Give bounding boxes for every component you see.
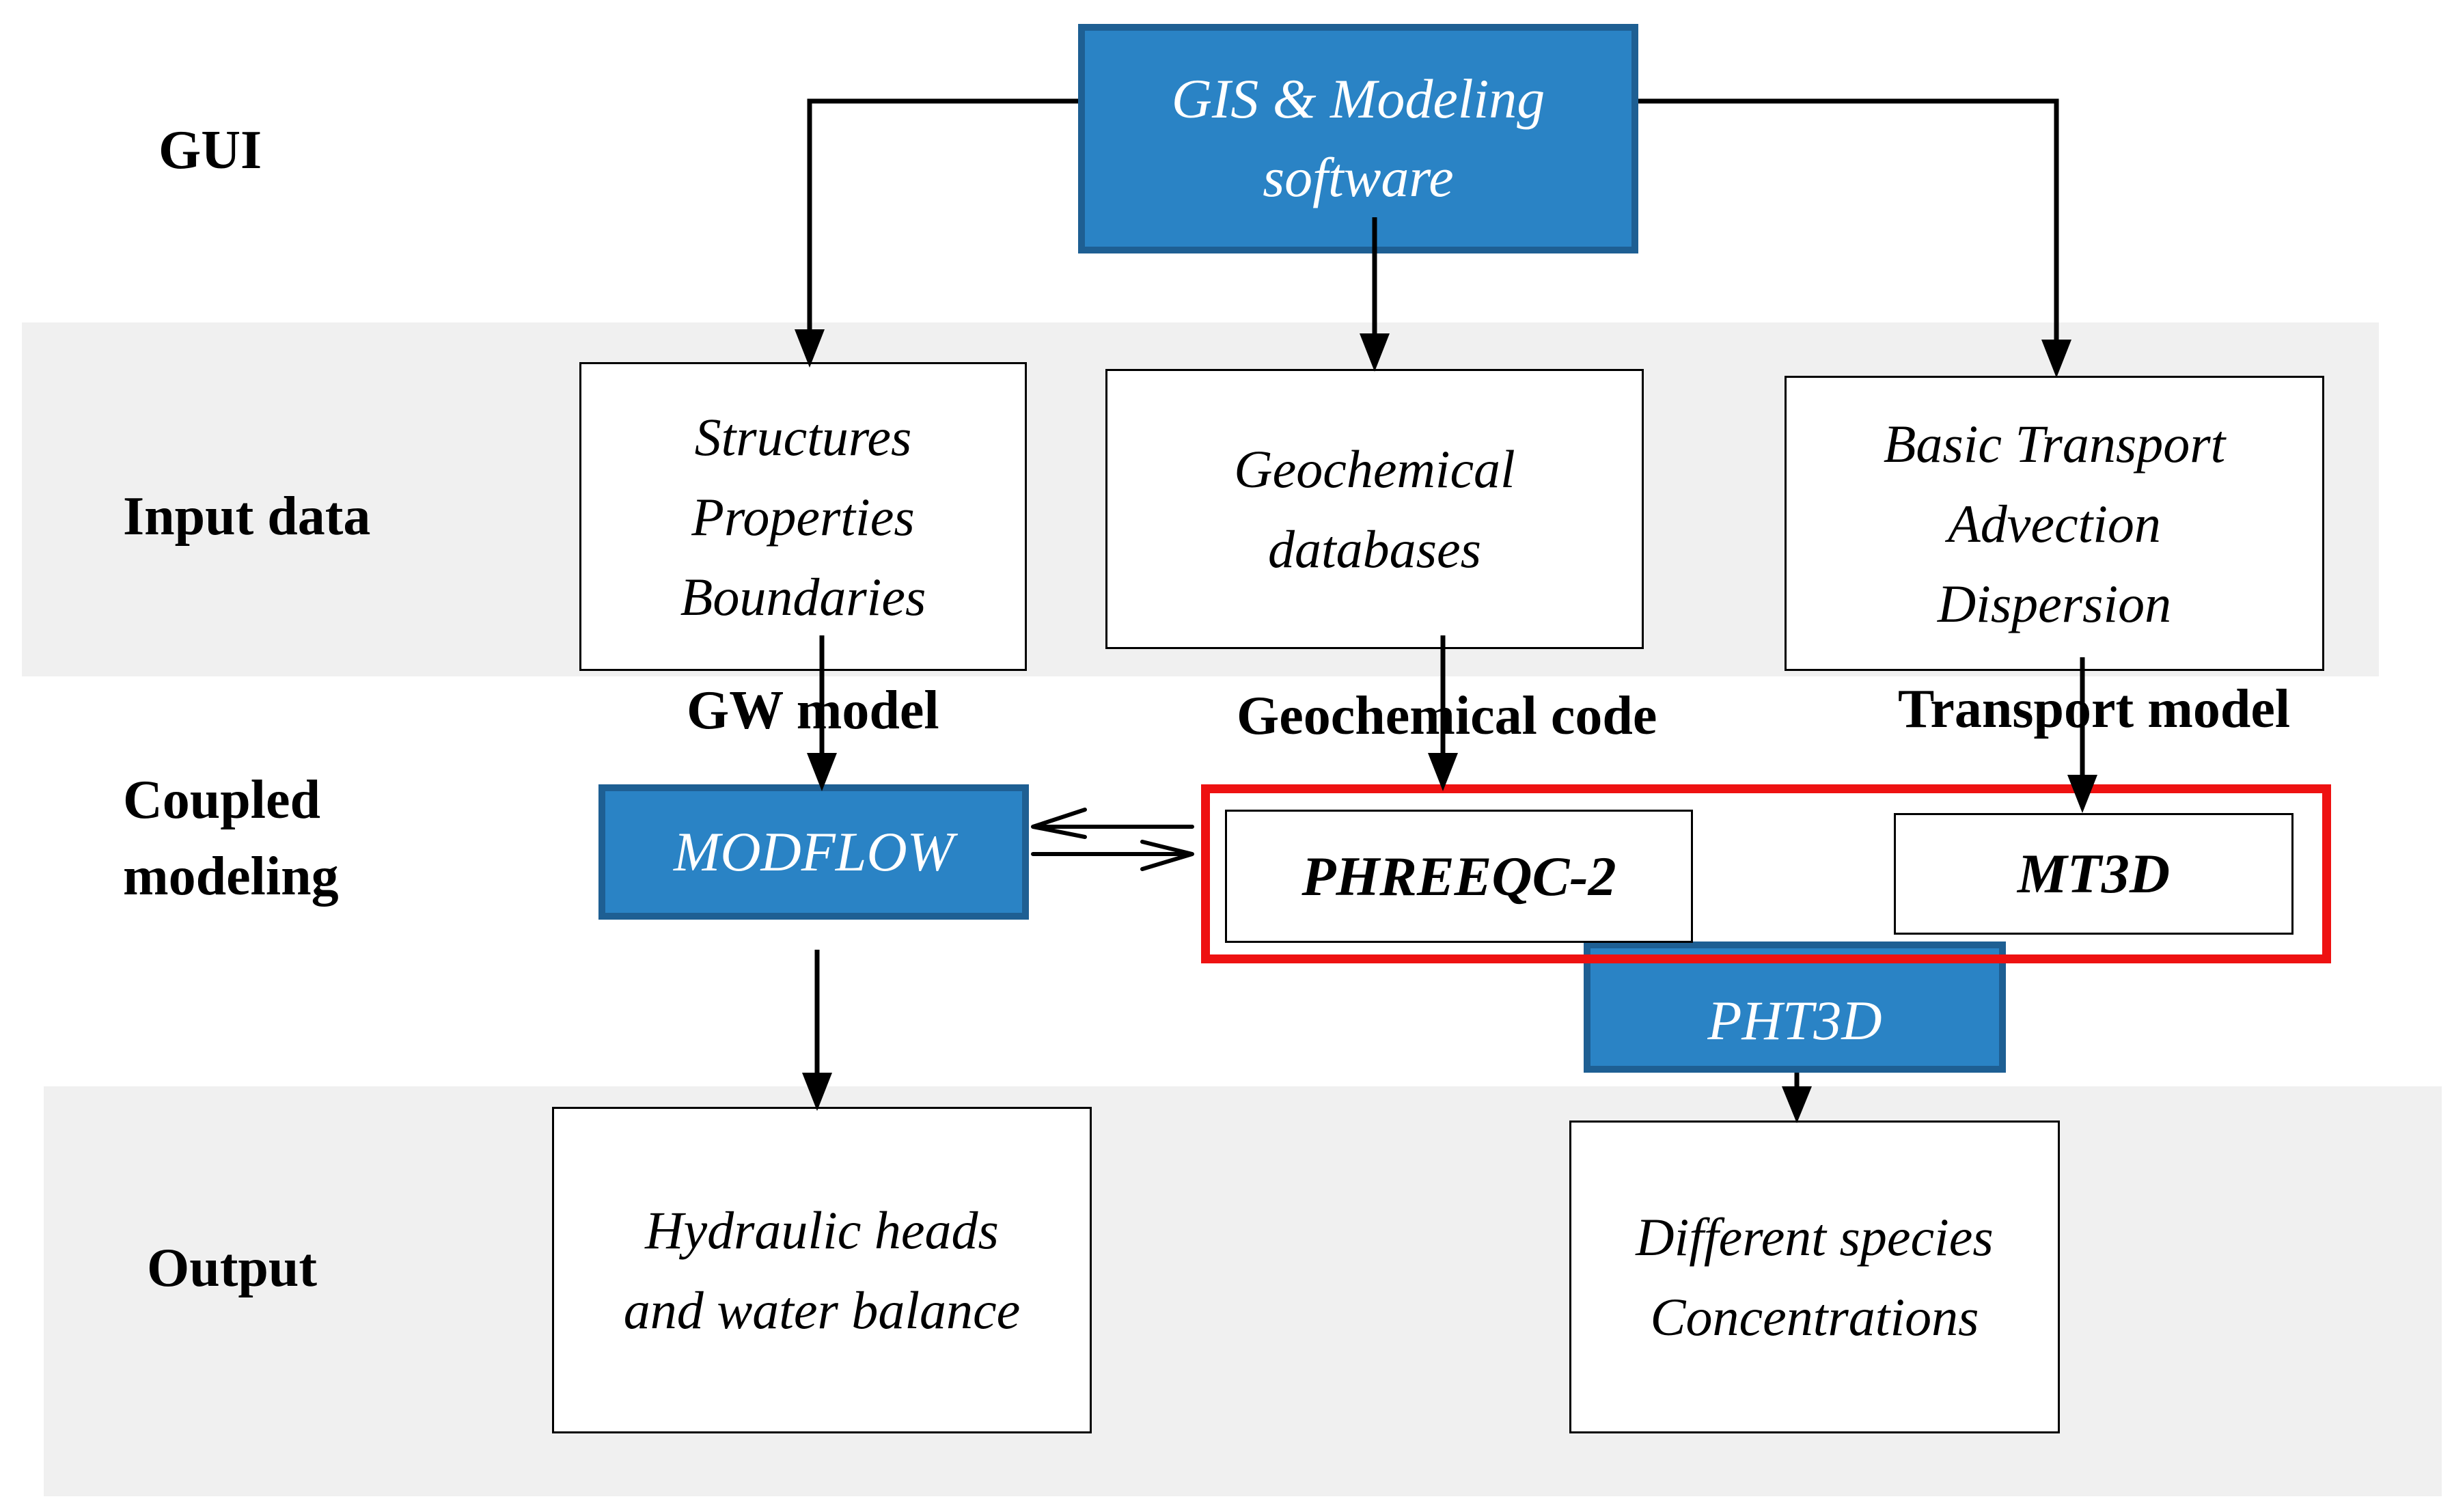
species-concentrations-output-box: Different species Concentrations: [1569, 1121, 2060, 1433]
advection-line: Advection: [1948, 493, 2161, 553]
phreeqc-box: PHREEQC-2: [1225, 810, 1693, 943]
pht3d-box: PHT3D: [1584, 941, 2006, 1073]
properties-line: Properties: [691, 486, 915, 547]
row-label-gui: GUI: [159, 120, 262, 180]
arrow-gis-to-structures: [807, 98, 1078, 335]
water-balance-line: and water balance: [623, 1280, 1021, 1340]
hydraulic-heads-output-box: Hydraulic heads and water balance: [552, 1107, 1092, 1433]
different-species-line: Different species: [1636, 1207, 1994, 1267]
gw-model-label: GW model: [687, 681, 939, 741]
transport-model-label: Transport model: [1898, 679, 2291, 739]
row-label-coupled-line2: modeling: [123, 847, 339, 907]
arrowhead-species: [1782, 1086, 1812, 1123]
gis-modeling-software-box: GIS & Modeling software: [1078, 24, 1638, 253]
row-label-coupled-modeling: Coupled modeling: [123, 762, 339, 915]
arrowhead-hydraulic-heads: [802, 1073, 832, 1111]
row-label-input-data: Input data: [123, 486, 371, 547]
geochemical-line: Geochemical: [1234, 439, 1515, 499]
arrowhead-structures: [795, 329, 825, 368]
arrowhead-phreeqc: [1428, 753, 1458, 791]
gis-box-line2: software: [1263, 146, 1454, 208]
arrowhead-modflow: [807, 753, 837, 791]
row-label-output: Output: [147, 1238, 317, 1298]
coupling-arrow-to-modflow: [1031, 808, 1194, 839]
mt3d-box: MT3D: [1894, 813, 2293, 935]
pht3d-coupling-frame: [1201, 784, 2331, 963]
arrowhead-mt3d: [2067, 775, 2097, 813]
arrowhead-transport: [2041, 340, 2071, 378]
arrowhead-geochemical: [1360, 333, 1390, 372]
modflow-box: MODFLOW: [598, 784, 1029, 920]
transport-input-box: Basic Transport Advection Dispersion: [1785, 376, 2324, 671]
databases-line: databases: [1267, 519, 1481, 579]
concentrations-line: Concentrations: [1650, 1287, 1979, 1347]
arrow-gis-to-transport: [1638, 98, 2059, 345]
dispersion-line: Dispersion: [1937, 573, 2172, 633]
row-label-coupled-line1: Coupled: [123, 770, 320, 830]
geochemical-databases-box: Geochemical databases: [1105, 369, 1644, 649]
structures-line: Structures: [694, 407, 912, 467]
structures-input-box: Structures Properties Boundaries: [579, 362, 1027, 671]
basic-transport-line: Basic Transport: [1883, 413, 2226, 473]
boundaries-line: Boundaries: [680, 566, 926, 627]
geochemical-code-label: Geochemical code: [1237, 686, 1657, 746]
gis-box-line1: GIS & Modeling: [1171, 68, 1545, 130]
coupling-arrow-to-pht3d: [1031, 840, 1194, 871]
hydraulic-heads-line: Hydraulic heads: [645, 1200, 999, 1260]
